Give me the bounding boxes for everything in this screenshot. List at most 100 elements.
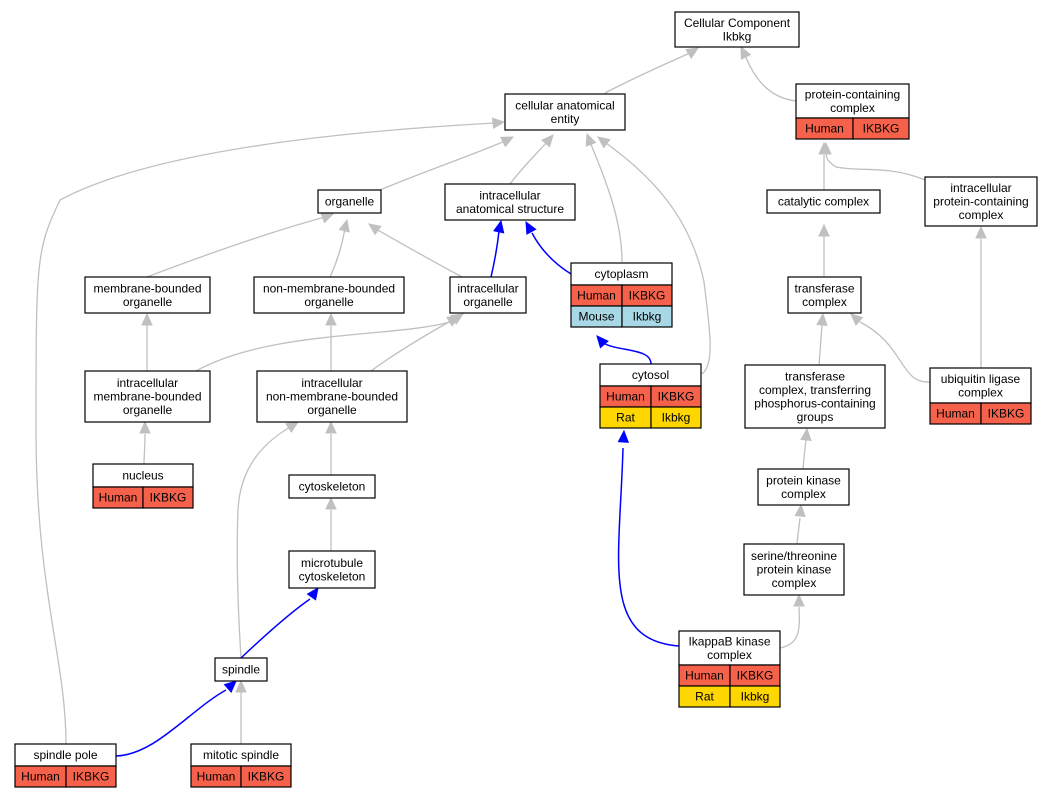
edge-cytosol-to-cellular-anatomical-entity	[597, 136, 711, 375]
edge-arrowhead	[325, 420, 337, 434]
edge-arrowhead	[500, 136, 515, 148]
gene-label: IKBKG	[629, 289, 666, 303]
node-box	[744, 364, 886, 429]
edge-spindle-pole-to-cellular-anatomical-entity	[35, 117, 506, 745]
edge-arrowhead	[368, 223, 382, 236]
edge-line	[779, 606, 800, 649]
gene-label: Ikbkg	[662, 411, 691, 425]
edge-line	[744, 54, 797, 102]
edge-arrowhead	[235, 679, 247, 693]
node-label-line: spindle pole	[33, 748, 97, 762]
gene-cell	[852, 117, 910, 140]
gene-label: IKBKG	[737, 669, 774, 683]
node-box	[766, 189, 881, 214]
node-box	[444, 183, 576, 221]
gene-label: Ikbkg	[741, 690, 770, 704]
gene-cell	[650, 406, 702, 429]
edge-line	[509, 141, 548, 185]
edge-arrowhead	[139, 420, 151, 434]
node-box	[787, 276, 862, 314]
node-label-line: non-membrane-bounded	[263, 281, 395, 295]
edge-microtubule-cytoskeleton-to-cytoskeleton	[325, 496, 337, 551]
node-catalytic-complex[interactable]: catalytic complex	[766, 189, 881, 214]
edge-transferase-complex-to-catalytic-complex	[818, 223, 830, 277]
node-label-line: protein-containing	[933, 195, 1028, 209]
edge-line	[818, 324, 823, 366]
edge-line	[605, 142, 711, 375]
node-label-line: serine/threonine	[751, 549, 837, 563]
node-label-line: Ikbkg	[723, 29, 752, 43]
edge-transferase-complex-phosphorus-to-transferase-complex	[816, 312, 828, 366]
edge-line	[375, 228, 463, 278]
species-label: Rat	[695, 690, 714, 704]
node-box	[256, 370, 408, 423]
node-label-line: non-membrane-bounded	[266, 390, 398, 404]
edge-intracellular-organelle-to-organelle	[368, 223, 463, 278]
edge-spindle-to-microtubule-cytoskeleton	[240, 587, 319, 659]
edge-non-membrane-bounded-organelle-to-organelle	[329, 218, 350, 278]
node-label-line: complex	[772, 576, 817, 590]
node-label-line: cytoskeleton	[299, 480, 366, 494]
gene-cell	[729, 685, 781, 708]
species-label: Rat	[616, 411, 635, 425]
edge-arrowhead	[617, 429, 630, 443]
edge-intracellular-protein-containing-complex-to-protein-containing-complex	[820, 141, 926, 181]
node-spindle[interactable]: spindle	[214, 657, 268, 682]
node-label-line: organelle	[123, 295, 173, 309]
gene-label: IKBKG	[658, 390, 695, 404]
node-intracellular-non-membrane-bounded-organelle[interactable]: intracellularnon-membrane-boundedorganel…	[256, 370, 408, 423]
edge-line	[115, 689, 227, 757]
node-organelle[interactable]: organelle	[317, 189, 382, 214]
edge-ubiquitin-ligase-complex-to-transferase-complex	[850, 313, 931, 383]
edge-intracellular-non-membrane-bounded-organelle-to-non-membrane-bounded-organelle	[325, 312, 337, 371]
node-label-line: organelle	[304, 295, 354, 309]
node-label-line: IkappaB kinase	[688, 634, 770, 648]
edge-line	[35, 122, 496, 745]
node-label-line: intracellular	[479, 188, 540, 202]
edge-membrane-bounded-organelle-to-organelle	[146, 212, 335, 278]
edge-protein-kinase-complex-to-transferase-complex-phosphorus	[800, 427, 812, 470]
gene-label: IKBKG	[863, 122, 900, 136]
node-label-line: complex	[830, 101, 875, 115]
gene-label: IKBKG	[988, 407, 1025, 421]
edge-cytoplasm-to-intracellular-anatomical-structure	[525, 220, 572, 275]
edge-cytoplasm-to-cellular-anatomical-entity	[585, 132, 623, 263]
gene-cell	[980, 402, 1032, 425]
node-label-line: organelle	[463, 295, 513, 309]
node-label-line: intracellular	[117, 376, 178, 390]
species-label: Human	[99, 491, 138, 505]
node-label-line: cellular anatomical	[515, 98, 614, 112]
species-label: Human	[606, 390, 645, 404]
node-label-line: microtubule	[301, 556, 363, 570]
node-cytoskeleton[interactable]: cytoskeleton	[288, 474, 376, 499]
species-label: Human	[685, 669, 724, 683]
node-label-line: protein-containing	[805, 87, 900, 101]
node-box	[288, 550, 376, 589]
species-label: Human	[936, 407, 975, 421]
edge-line	[370, 321, 450, 372]
node-box	[757, 468, 850, 506]
node-box	[84, 276, 211, 314]
